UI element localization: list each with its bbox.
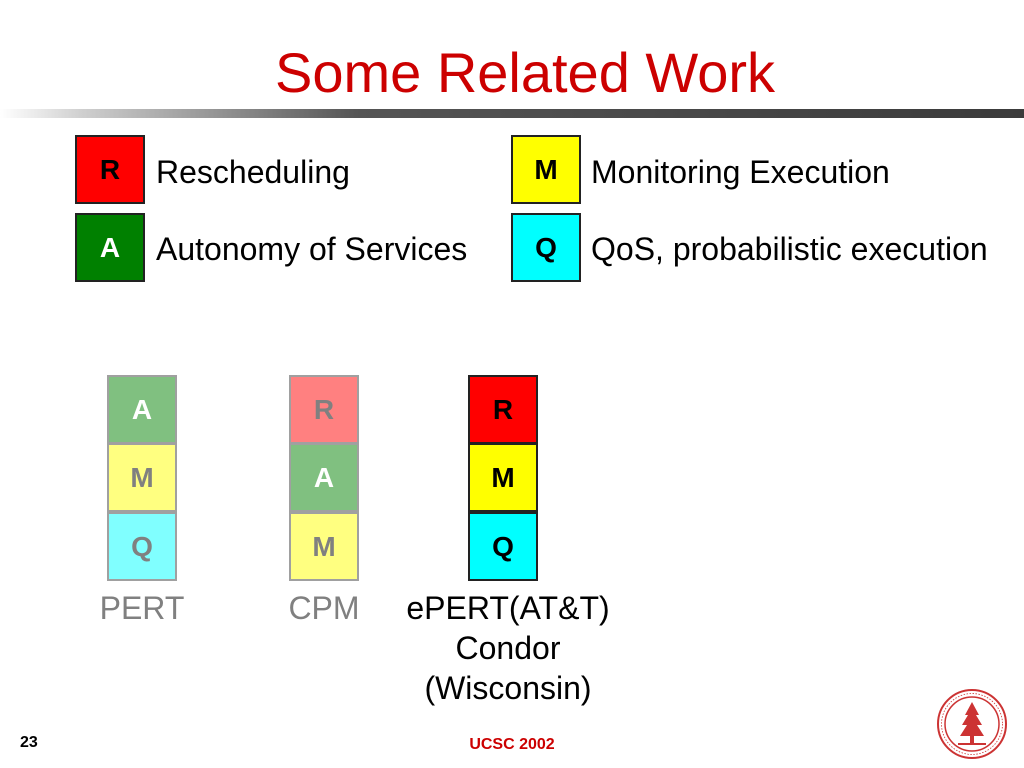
legend-box-r: R (75, 135, 145, 204)
legend-label-monitoring: Monitoring Execution (591, 154, 890, 190)
epert-cell-m: M (468, 443, 538, 512)
epert-cell-r: R (468, 375, 538, 444)
legend-box-a: A (75, 213, 145, 282)
epert-label-line-2: Condor (455, 630, 561, 666)
legend-label-qos: QoS, probabilistic execution (591, 231, 988, 267)
epert-label-line-1: ePERT(AT&T) (406, 590, 610, 626)
cpm-label: CPM (288, 590, 360, 626)
title-divider (0, 109, 1024, 118)
epert-cell-q: Q (468, 512, 538, 581)
legend-label-rescheduling: Rescheduling (156, 154, 350, 190)
legend-label-autonomy: Autonomy of Services (156, 231, 468, 267)
epert-label-line-3: (Wisconsin) (424, 670, 592, 706)
legend-box-m: M (511, 135, 581, 204)
pert-cell-q: Q (107, 512, 177, 581)
pert-label: PERT (99, 590, 185, 626)
university-seal-icon (937, 689, 1007, 759)
cpm-cell-r: R (289, 375, 359, 444)
legend-box-q: Q (511, 213, 581, 282)
cpm-cell-a: A (289, 443, 359, 512)
slide-number: 23 (20, 734, 38, 751)
cpm-cell-m: M (289, 512, 359, 581)
pert-cell-m: M (107, 443, 177, 512)
footer-text: UCSC 2002 (469, 736, 555, 753)
pert-cell-a: A (107, 375, 177, 444)
slide-title: Some Related Work (274, 41, 776, 104)
